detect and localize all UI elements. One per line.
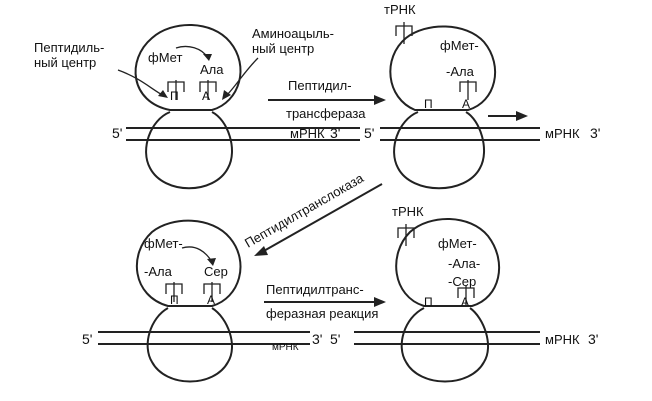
mrna-3-prime-label: 3' bbox=[588, 331, 598, 347]
peptide-chain-line1: фМет- bbox=[438, 236, 477, 251]
ribosome-large-subunit bbox=[389, 25, 497, 111]
free-trna-icon bbox=[397, 224, 415, 246]
ribosome-large-subunit bbox=[395, 218, 501, 307]
ribosome-panel-4: 5' мРНК 3' тРНК фМет- -Ала- -Сер П А bbox=[330, 204, 598, 383]
arrowhead-icon bbox=[374, 95, 386, 105]
ribosome-small-subunit bbox=[146, 307, 233, 383]
a-site-amino-acid: Ала bbox=[200, 62, 224, 77]
mrna-5-prime-label: 5' bbox=[330, 331, 340, 347]
peptide-chain-line2: -Ала bbox=[446, 64, 475, 79]
trna-label: тРНК bbox=[392, 204, 424, 219]
a-site-label: А bbox=[202, 89, 210, 103]
a-site-label: А bbox=[207, 293, 215, 307]
arrowhead-icon bbox=[207, 258, 216, 266]
mrna-3-prime-label: 3' bbox=[312, 331, 322, 347]
peptidyl-center-label-line1: Пептидиль- bbox=[34, 40, 104, 55]
ribosome-large-subunit bbox=[134, 24, 242, 111]
p-site-label: П bbox=[424, 295, 433, 309]
trna-a-site-icon bbox=[199, 80, 217, 100]
mrna-3-prime-label: 3' bbox=[590, 125, 600, 141]
a-site-amino-acid: Сер bbox=[204, 264, 228, 279]
peptide-chain-line1: фМет- bbox=[440, 38, 479, 53]
step1-label-line1: Пептидил- bbox=[288, 78, 352, 93]
p-site-label: П bbox=[170, 293, 179, 307]
step-arrow-peptidyl-transferase: Пептидил- трансфераза bbox=[268, 78, 386, 121]
trna-a-site-icon bbox=[203, 282, 221, 302]
peptide-chain-line1: фМет- bbox=[144, 236, 183, 251]
free-trna-icon bbox=[395, 22, 413, 44]
step2-label: Пептидилтранслоказа bbox=[242, 170, 367, 251]
trna-p-site-icon bbox=[165, 282, 183, 302]
trna-a-site-icon bbox=[459, 80, 477, 100]
ribosome-small-subunit bbox=[145, 111, 233, 190]
a-site-label: А bbox=[461, 295, 469, 309]
arrowhead-icon bbox=[374, 297, 386, 307]
mrna-strand bbox=[126, 127, 360, 141]
trna-label: тРНК bbox=[384, 2, 416, 17]
mrna-5-prime-label: 5' bbox=[82, 331, 92, 347]
mrna-strand bbox=[354, 331, 540, 345]
mrna-5-prime-label: 5' bbox=[112, 125, 122, 141]
p-site-label: П bbox=[170, 89, 179, 103]
trna-a-site-icon bbox=[457, 286, 475, 306]
mrna-5-prime-label: 5' bbox=[364, 125, 374, 141]
aminoacyl-center-pointer bbox=[225, 57, 259, 97]
peptide-chain-line2: -Ала- bbox=[448, 256, 480, 271]
pointer-arrowhead-icon bbox=[222, 90, 231, 100]
ribosome-small-subunit bbox=[400, 307, 489, 383]
mrna-strand bbox=[98, 331, 310, 345]
aminoacyl-center-label-line2: ный центр bbox=[252, 41, 314, 56]
transfer-arrow-icon bbox=[181, 246, 213, 263]
arrowhead-icon bbox=[516, 111, 528, 121]
mrna-label: мРНК bbox=[545, 126, 580, 141]
aminoacyl-center-label-line1: Аминоацыль- bbox=[252, 26, 334, 41]
peptide-chain-line2: -Ала bbox=[144, 264, 173, 279]
p-site-label: П bbox=[424, 97, 433, 111]
mrna-strand bbox=[380, 127, 540, 141]
step3-label-line1: Пептидилтранс- bbox=[266, 282, 364, 297]
trna-p-site-icon bbox=[167, 80, 185, 100]
ribosome-panel-1: 5' мРНК 3' фМет Ала П А Пептидиль- ный ц… bbox=[34, 24, 360, 190]
arrowhead-icon bbox=[203, 54, 212, 61]
step3-label-line2: феразная реакция bbox=[266, 306, 378, 321]
ribosome-panel-3: 5' мРНК 3' фМет- -Ала Сер П А bbox=[82, 219, 322, 383]
pointer-arrowhead-icon bbox=[158, 90, 168, 98]
mrna-label: мРНК bbox=[272, 342, 299, 353]
p-site-amino-acid: фМет bbox=[148, 50, 182, 65]
ribosome-panel-2: 5' мРНК 3' тРНК фМет- -Ала П А bbox=[364, 2, 600, 190]
mrna-3-prime-label: 3' bbox=[330, 125, 340, 141]
step-arrow-translocase: Пептидилтранслоказа bbox=[242, 170, 383, 256]
mrna-label: мРНК bbox=[545, 332, 580, 347]
a-site-label: А bbox=[462, 97, 470, 111]
peptide-chain-line3: -Сер bbox=[448, 274, 476, 289]
step-arrow-peptidyl-transferase-reaction: Пептидилтранс- феразная реакция bbox=[264, 282, 386, 321]
ribosome-small-subunit bbox=[393, 111, 485, 190]
arrowhead-icon bbox=[254, 246, 268, 256]
peptidyl-center-label-line2: ный центр bbox=[34, 55, 96, 70]
ribosome-large-subunit bbox=[136, 219, 242, 307]
step1-label-line2: трансфераза bbox=[286, 106, 366, 121]
mrna-label: мРНК bbox=[290, 126, 325, 141]
